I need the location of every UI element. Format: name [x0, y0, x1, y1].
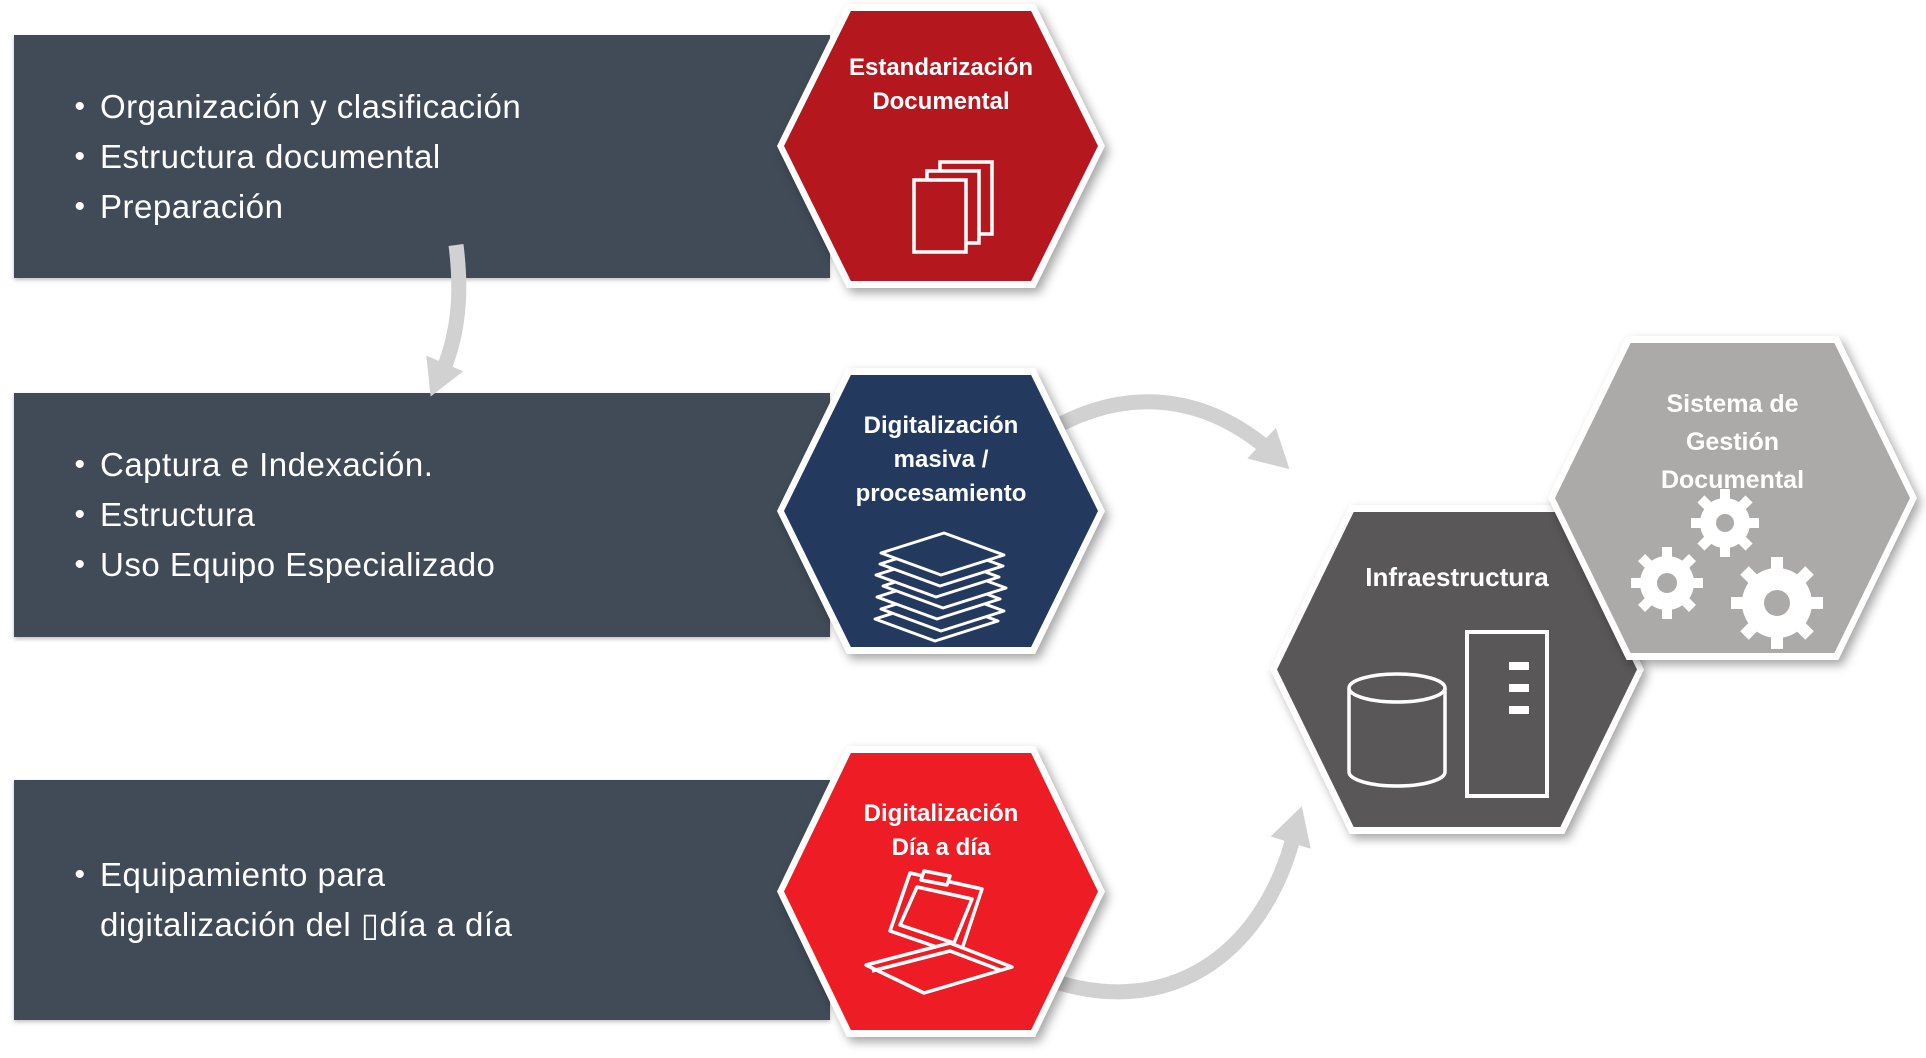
database-server-icon — [1347, 630, 1549, 798]
list-item: • Estructura documental — [60, 132, 830, 182]
list-item: • Captura e Indexación. — [60, 440, 830, 490]
hexagon-border: Estandarización Documental — [777, 4, 1105, 288]
bullet-text: Captura e Indexación. — [100, 446, 434, 483]
bullet-dot: • — [74, 139, 86, 173]
documents-icon — [912, 160, 994, 254]
paper-stack-icon — [873, 531, 1008, 643]
bullet-dot: • — [74, 858, 86, 891]
bullet-dot: • — [74, 189, 86, 223]
list-item: • Organización y clasificación — [60, 82, 830, 132]
list-item: • Equipamiento para digitalización del ▯… — [60, 850, 830, 950]
bullet-text: Preparación — [100, 187, 284, 225]
bullet-text: Estructura — [100, 496, 256, 533]
bullet-text: Organización y clasificación — [100, 87, 522, 125]
list-item: • Uso Equipo Especializado — [60, 540, 830, 590]
hexagon-border: Sistema de Gestión Documental — [1548, 336, 1917, 660]
bullet-text: Estructura documental — [100, 137, 441, 175]
phase2-text-bar: • Captura e Indexación. • Estructura • U… — [14, 393, 830, 637]
hexagon-label: Digitalización Día a día — [863, 800, 1019, 861]
hexagon-digitalizacion-dia-a-dia: Digitalización Día a día — [777, 746, 1105, 1037]
hexagon-sistema-gestion-documental: Sistema de Gestión Documental — [1548, 336, 1917, 660]
hexagon-border: Digitalización masiva / procesamiento — [777, 368, 1105, 654]
list-item: • Preparación — [60, 182, 830, 232]
bullet-dot: • — [74, 89, 86, 123]
hexagon-label: Infraestructura — [1365, 562, 1549, 592]
hexagon-border: Digitalización Día a día — [777, 746, 1105, 1037]
hexagon-label: Sistema de Gestión Documental — [1660, 390, 1805, 494]
phase3-text-bar: • Equipamiento para digitalización del ▯… — [14, 780, 830, 1020]
phase1-text-bar: • Organización y clasificación • Estruct… — [14, 35, 830, 278]
gears-icon — [1631, 489, 1823, 649]
scanner-icon — [864, 869, 1014, 995]
bullet-dot: • — [74, 498, 86, 531]
hexagon-label: Estandarización Documental — [848, 54, 1034, 115]
hexagon-digitalizacion-masiva: Digitalización masiva / procesamiento — [777, 368, 1105, 654]
bullet-text: Uso Equipo Especializado — [100, 546, 496, 583]
hexagon-estandarizacion: Estandarización Documental — [777, 4, 1105, 288]
list-item: • Estructura — [60, 490, 830, 540]
database-cylinder — [1347, 688, 1447, 788]
bullet-dot: • — [74, 548, 86, 581]
server-lights — [1509, 662, 1529, 714]
hexagon-label: Digitalización masiva / procesamiento — [855, 412, 1027, 507]
bullet-text-line: digitalización del ▯día a día — [100, 906, 513, 943]
bullet-text-line: Equipamiento para — [100, 856, 386, 893]
bullet-dot: • — [74, 448, 86, 481]
